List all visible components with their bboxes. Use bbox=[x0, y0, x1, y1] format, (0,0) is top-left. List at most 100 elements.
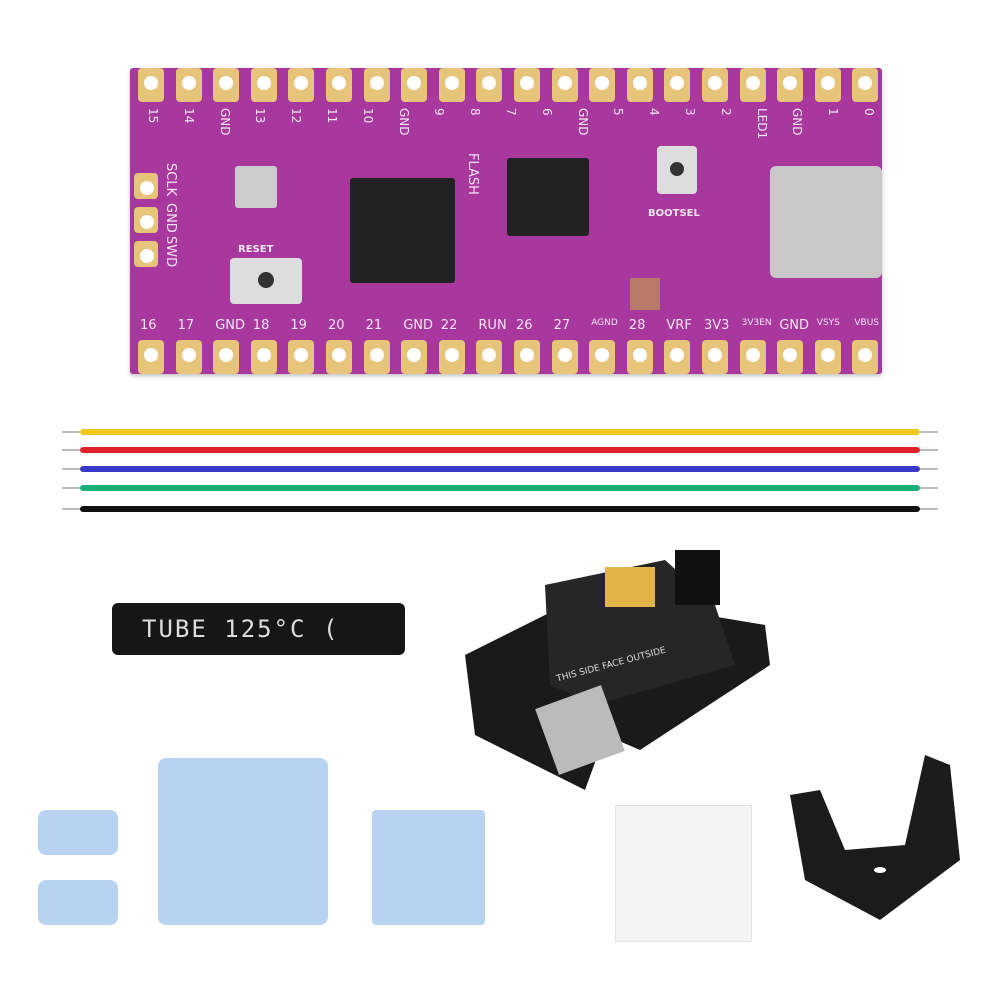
top-pin bbox=[626, 68, 653, 102]
bottom-pin bbox=[589, 340, 616, 374]
flash-label: FLASH bbox=[465, 153, 480, 195]
swd-pads bbox=[130, 173, 160, 268]
bottom-pin-label: 27 bbox=[553, 318, 571, 333]
bottom-pin bbox=[138, 340, 164, 374]
top-pin-label: GND bbox=[396, 108, 411, 136]
top-pin bbox=[514, 68, 540, 102]
wire-tip bbox=[920, 468, 938, 470]
top-pin bbox=[476, 68, 503, 102]
bottom-pin-label: 3V3 bbox=[704, 318, 730, 333]
wire-tip bbox=[62, 431, 80, 433]
top-pin-label: 14 bbox=[181, 108, 196, 124]
bottom-pin bbox=[476, 340, 503, 374]
bottom-pin-label: VBUS bbox=[854, 318, 880, 328]
bottom-pin bbox=[363, 340, 390, 374]
side-label-gnd: GND bbox=[163, 203, 178, 233]
bottom-pin-label: GND bbox=[779, 318, 809, 333]
top-pin bbox=[739, 68, 766, 102]
top-pin-label: LED1 bbox=[754, 108, 769, 140]
top-pin bbox=[213, 68, 240, 102]
bottom-pin bbox=[213, 340, 240, 374]
top-pin bbox=[438, 68, 465, 102]
inductor bbox=[630, 278, 660, 310]
top-pin-label: 12 bbox=[289, 108, 304, 124]
reset-label: RESET bbox=[238, 244, 274, 255]
top-pin bbox=[288, 68, 315, 102]
top-pin bbox=[138, 68, 164, 102]
wire-tip bbox=[920, 431, 938, 433]
wire bbox=[80, 506, 920, 512]
usb-c-connector bbox=[770, 166, 882, 278]
top-pin-label: 15 bbox=[146, 108, 160, 124]
bottom-pin bbox=[702, 340, 728, 374]
sd-card-adapter: THIS SIDE FACE OUTSIDE bbox=[465, 535, 775, 790]
bottom-pin-label: 17 bbox=[177, 318, 195, 333]
bottom-pin-label: AGND bbox=[591, 318, 618, 328]
top-pin-label: 4 bbox=[647, 108, 662, 116]
bottom-pin-label: 19 bbox=[290, 318, 307, 333]
wire-tip bbox=[62, 468, 80, 470]
bottom-pin-label: GND bbox=[403, 318, 433, 333]
thermal-pad-large bbox=[158, 758, 328, 925]
flash-chip bbox=[507, 158, 589, 236]
top-pin bbox=[363, 68, 390, 102]
bootsel-button bbox=[657, 146, 697, 194]
top-pin-label: 11 bbox=[325, 108, 339, 124]
wire-tip bbox=[920, 508, 938, 510]
top-pin bbox=[589, 68, 616, 102]
bottom-pin-label: 21 bbox=[365, 318, 383, 333]
black-stand bbox=[790, 755, 960, 920]
top-pin-label: 5 bbox=[611, 108, 626, 116]
bottom-pin-label: 22 bbox=[440, 318, 458, 333]
side-label-swd: SWD bbox=[163, 236, 178, 268]
mcu-chip bbox=[350, 178, 455, 283]
bottom-pin bbox=[777, 340, 804, 374]
reset-button bbox=[230, 258, 302, 304]
bottom-pin bbox=[814, 340, 841, 374]
bootsel-label: BOOTSEL bbox=[648, 208, 700, 219]
bottom-pin-label: 28 bbox=[628, 318, 646, 333]
thermal-pad-small-1 bbox=[38, 810, 118, 855]
heat-shrink-tube: TUBE 125°C ( bbox=[112, 603, 405, 655]
top-pin bbox=[250, 68, 277, 102]
bottom-pin-label: VSYS bbox=[816, 318, 840, 328]
bottom-pin bbox=[739, 340, 766, 374]
bottom-pin bbox=[326, 340, 352, 374]
top-pin bbox=[401, 68, 428, 102]
top-pin-label: 1 bbox=[826, 108, 841, 116]
top-pin-label: GND bbox=[575, 108, 590, 136]
top-pin-label: GND bbox=[790, 108, 805, 136]
top-pin-label: 6 bbox=[539, 108, 554, 116]
top-pin bbox=[664, 68, 691, 102]
top-pin-label: 7 bbox=[504, 108, 518, 116]
thermal-pad-medium bbox=[372, 810, 485, 925]
top-pin-label: 13 bbox=[253, 108, 268, 124]
top-pin-label: 8 bbox=[468, 108, 483, 116]
top-pin-label: 10 bbox=[360, 108, 375, 124]
top-pin-label: 3 bbox=[683, 108, 697, 116]
bottom-pin bbox=[551, 340, 578, 374]
bottom-pin bbox=[175, 340, 202, 374]
wire-tip bbox=[920, 487, 938, 489]
top-pin bbox=[814, 68, 841, 102]
white-pad bbox=[615, 805, 752, 942]
adapter-shape bbox=[465, 550, 770, 790]
crystal bbox=[235, 166, 277, 208]
top-pin bbox=[852, 68, 879, 102]
wire-tip bbox=[62, 449, 80, 451]
thermal-pad-small-2 bbox=[38, 880, 118, 925]
top-pin bbox=[551, 68, 578, 102]
top-pin-label: 2 bbox=[718, 108, 733, 116]
top-pin bbox=[777, 68, 804, 102]
bottom-pin bbox=[288, 340, 315, 374]
bottom-pin bbox=[401, 340, 428, 374]
wire-tip bbox=[62, 487, 80, 489]
top-pin-label: GND bbox=[217, 108, 232, 136]
bottom-pin-label: 26 bbox=[516, 318, 533, 333]
bottom-pin-label: 16 bbox=[140, 318, 157, 333]
wire bbox=[80, 447, 920, 453]
top-pin bbox=[702, 68, 728, 102]
wire-tip bbox=[62, 508, 80, 510]
